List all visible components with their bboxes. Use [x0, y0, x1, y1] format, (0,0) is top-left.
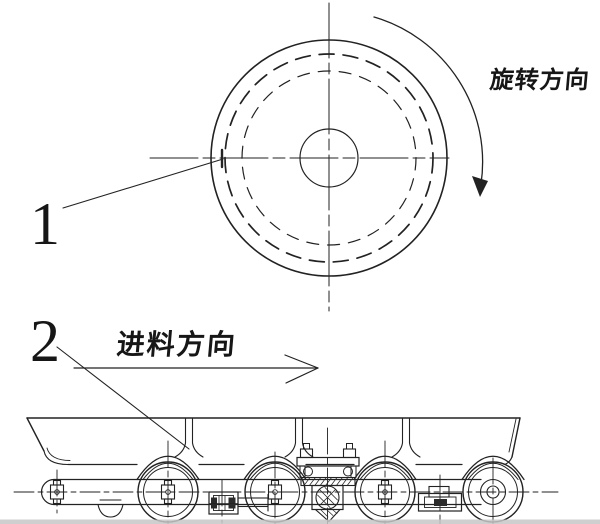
leader-line-1	[62, 158, 224, 209]
pan-dividers	[174, 417, 421, 458]
drum-hub-circle	[299, 128, 359, 188]
part-label-2: 2	[30, 308, 60, 374]
wheel-guards	[136, 455, 525, 481]
scan-strip	[0, 519, 600, 524]
feed-arrowhead	[284, 354, 319, 384]
support-shoe	[97, 499, 124, 518]
side-view	[0, 346, 600, 524]
drum-dashed-circle-inner	[241, 70, 417, 246]
drive-funnel	[314, 508, 342, 523]
drum-outer-circle	[210, 39, 448, 277]
front-view	[62, 2, 488, 312]
conveyor-pans	[26, 417, 521, 466]
tensioner	[208, 491, 269, 515]
drive-unit	[296, 443, 360, 523]
rotation-direction-label: 旋转方向	[488, 67, 591, 94]
rotation-arrow-arc	[373, 16, 484, 185]
leader-line-2	[56, 346, 190, 450]
hatch-strip	[303, 477, 354, 486]
part-label-1: 1	[30, 191, 60, 257]
drum-dashed-circle-outer	[224, 53, 434, 263]
rotation-arrowhead	[472, 176, 488, 197]
feed-direction-label: 进料方向	[115, 329, 239, 360]
right-bracket	[417, 485, 463, 512]
wheel-centerlines	[56, 427, 494, 524]
